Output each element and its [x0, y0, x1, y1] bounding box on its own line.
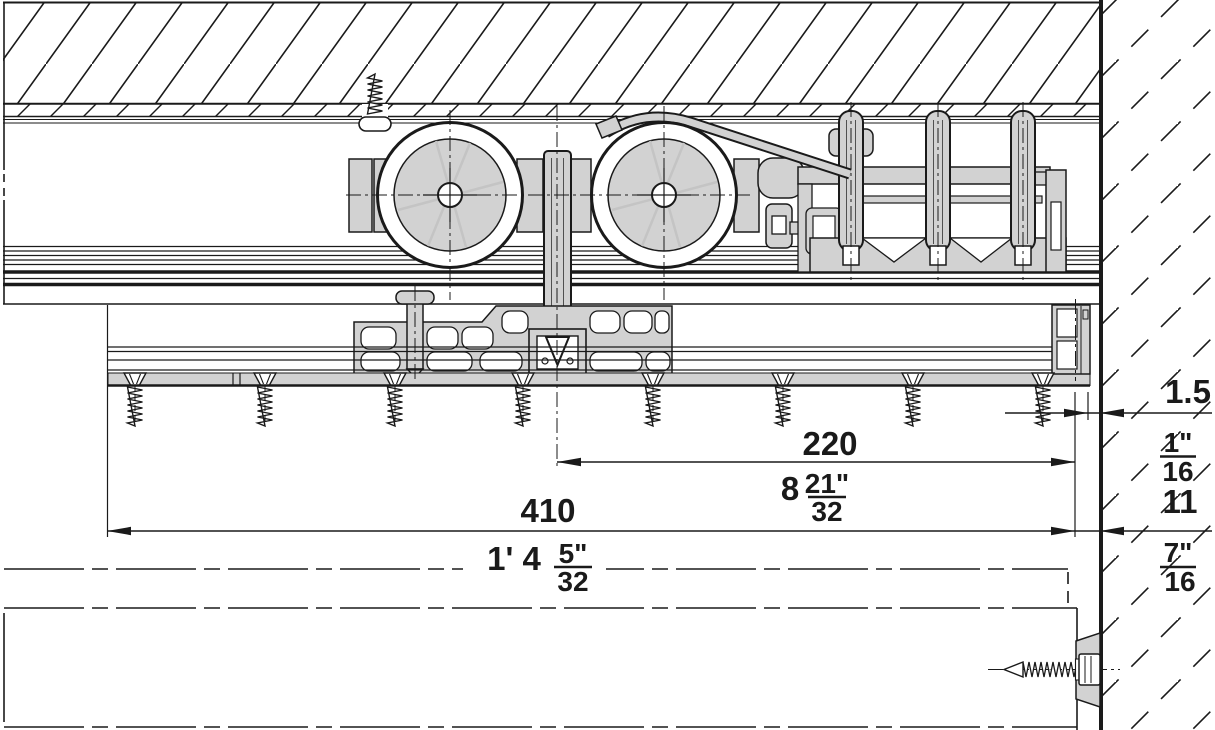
track-fixing-screw [358, 72, 392, 132]
dimension-graphics [106, 305, 1212, 596]
dim-bolt-frac-den: 32 [811, 496, 842, 527]
dim-reveal-imperial: 1" 16 [1160, 427, 1196, 487]
dim-bolt-imperial: 8 21" 32 [781, 468, 849, 527]
dim-rail-frac-num: 5" [559, 538, 588, 569]
wall-section [1099, 0, 1215, 730]
door-panel-outline [3, 568, 1078, 730]
dim-offset-frac-num: 7" [1164, 537, 1193, 568]
dim-bolt-frac-num: 21" [805, 468, 849, 499]
dim-rail-metric: 410 [520, 492, 575, 529]
dim-reveal-frac-den: 16 [1162, 456, 1193, 487]
dim-offset-metric: 11 [1163, 483, 1198, 520]
dim-offset-imperial: 7" 16 [1160, 537, 1196, 597]
dim-reveal-metric: 1.5 [1165, 373, 1211, 410]
damper-unit [757, 157, 809, 249]
rail-end-cap [1051, 304, 1091, 375]
dim-rail-imperial: 1' 4 5" 32 [487, 538, 592, 597]
lower-guide-rail [107, 346, 1091, 387]
dim-rail-whole: 1' 4 [487, 540, 541, 577]
dim-offset-frac-den: 16 [1164, 566, 1195, 597]
dim-rail-frac-den: 32 [557, 566, 588, 597]
track-top-profile [3, 119, 1099, 124]
wall-anchor-screw [1002, 631, 1101, 709]
dim-reveal-frac-num: 1" [1164, 427, 1193, 458]
dim-bolt-whole: 8 [781, 470, 799, 507]
ceiling-panel [3, 1, 1099, 105]
dimension-labels: 1.5 1" 16 220 8 21" 32 410 1' 4 5" 32 11… [487, 373, 1211, 597]
retaining-lever [595, 111, 852, 180]
top-board [3, 103, 1099, 118]
dim-bolt-metric: 220 [802, 425, 857, 462]
